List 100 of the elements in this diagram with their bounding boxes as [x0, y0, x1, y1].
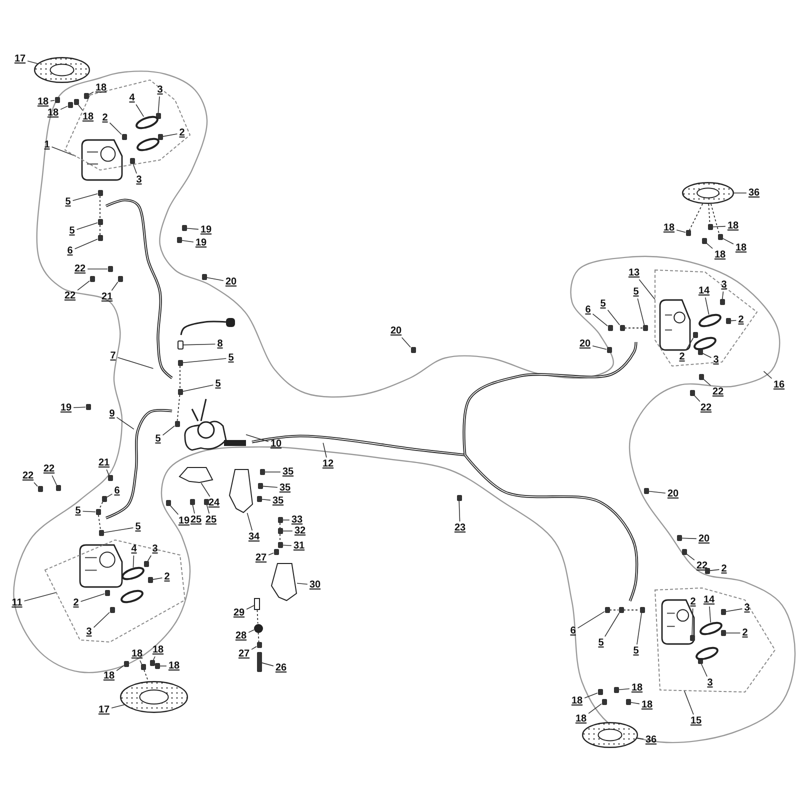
callout-number: 5 — [227, 352, 235, 364]
leader-line — [106, 494, 113, 498]
pad-part — [121, 568, 145, 578]
pad-part — [698, 314, 722, 326]
leader-line — [763, 370, 772, 379]
leader-line — [261, 662, 274, 666]
bolt-part — [640, 607, 644, 613]
callout-number: 30 — [308, 580, 322, 590]
callout-number: 3 — [712, 354, 720, 366]
bolt-part — [174, 421, 180, 427]
bolt-part — [604, 607, 610, 613]
callout-number: 1 — [43, 140, 51, 150]
leader-line — [51, 146, 76, 157]
leader-line — [251, 646, 257, 650]
assembly-boundary — [65, 80, 190, 170]
leader-line — [158, 96, 160, 114]
leader-line — [182, 344, 216, 346]
callout-number: 22 — [695, 560, 709, 572]
callout-number: 18 — [734, 242, 748, 254]
leader-line — [604, 612, 620, 637]
callout-number: 3 — [135, 174, 143, 186]
bolt-part — [56, 485, 60, 491]
callout-number: 3 — [156, 84, 164, 96]
bolt-part — [190, 499, 194, 505]
callout-number: 16 — [772, 380, 786, 390]
bolt-part — [148, 577, 152, 583]
bolt-part — [720, 609, 726, 615]
leader-line — [77, 280, 90, 291]
leader-line — [722, 291, 724, 300]
callout-number: 33 — [290, 514, 304, 526]
bolt-part — [98, 530, 104, 536]
callout-number: 22 — [21, 470, 35, 482]
leader-line — [144, 670, 149, 682]
bolt-part — [108, 475, 112, 481]
leader-line — [76, 222, 98, 230]
pad-part — [120, 590, 144, 602]
callout-number: 2 — [720, 564, 728, 574]
callout-number: 29 — [232, 608, 246, 618]
disc-part — [682, 182, 734, 204]
leader-line — [692, 608, 694, 636]
leader-line — [684, 690, 694, 715]
leader-line — [206, 277, 224, 281]
bolt-part — [602, 699, 606, 705]
bolt-part — [150, 660, 154, 666]
callout-number: 22 — [63, 290, 77, 302]
pin-part — [254, 598, 260, 610]
callout-number: 5 — [64, 196, 72, 208]
leader-line — [282, 530, 293, 532]
callout-number: 31 — [292, 540, 306, 552]
leader-line — [186, 228, 199, 230]
bolt-part — [690, 390, 694, 396]
callout-number: 18 — [662, 222, 676, 234]
callout-number: 36 — [747, 188, 761, 198]
leader-line — [708, 204, 710, 224]
bolt-part — [260, 469, 264, 475]
leader-line — [702, 352, 712, 358]
leader-line — [111, 282, 118, 291]
cylinder-part — [184, 398, 246, 452]
bolt-part — [258, 483, 262, 489]
leader-line — [296, 582, 308, 585]
callout-number: 6 — [569, 626, 577, 636]
callout-number: 22 — [42, 464, 56, 474]
bolt-part — [456, 495, 462, 501]
callout-number: 2 — [163, 572, 171, 582]
leader-line — [636, 738, 644, 740]
leader-line — [116, 416, 134, 430]
leader-line — [706, 242, 713, 249]
callout-number: 2 — [178, 128, 186, 138]
assembly-boundary — [655, 270, 757, 366]
leader-line — [200, 482, 210, 497]
leader-line — [686, 554, 695, 561]
leader-line — [109, 122, 122, 135]
leader-line — [111, 704, 125, 708]
bolt-part — [692, 332, 698, 338]
leader-line — [676, 230, 686, 233]
bolt-part — [68, 102, 72, 108]
bolt-part — [278, 542, 282, 548]
callout-number: 22 — [699, 402, 713, 414]
callout-number: 18 — [94, 82, 108, 94]
leader-line — [694, 395, 700, 402]
leader-line — [588, 703, 602, 714]
assembly-boundary — [655, 588, 775, 692]
callout-number: 27 — [254, 552, 268, 564]
callout-number: 20 — [578, 338, 592, 350]
callout-number: 20 — [666, 488, 680, 500]
bolt-part — [698, 349, 702, 355]
callout-number: 7 — [109, 350, 117, 362]
bracket-part — [271, 563, 297, 601]
bolt-part — [614, 687, 618, 693]
disc-part — [120, 681, 188, 713]
callout-number: 12 — [321, 458, 335, 470]
leader-line — [246, 605, 254, 610]
callout-number: 34 — [247, 532, 261, 542]
bolt-part — [74, 99, 78, 105]
assembly-boundary — [45, 540, 185, 642]
leader-line — [103, 527, 134, 533]
nut-part — [254, 624, 262, 632]
leader-line — [730, 320, 737, 322]
callout-number: 10 — [269, 438, 283, 450]
leader-line — [268, 552, 274, 556]
